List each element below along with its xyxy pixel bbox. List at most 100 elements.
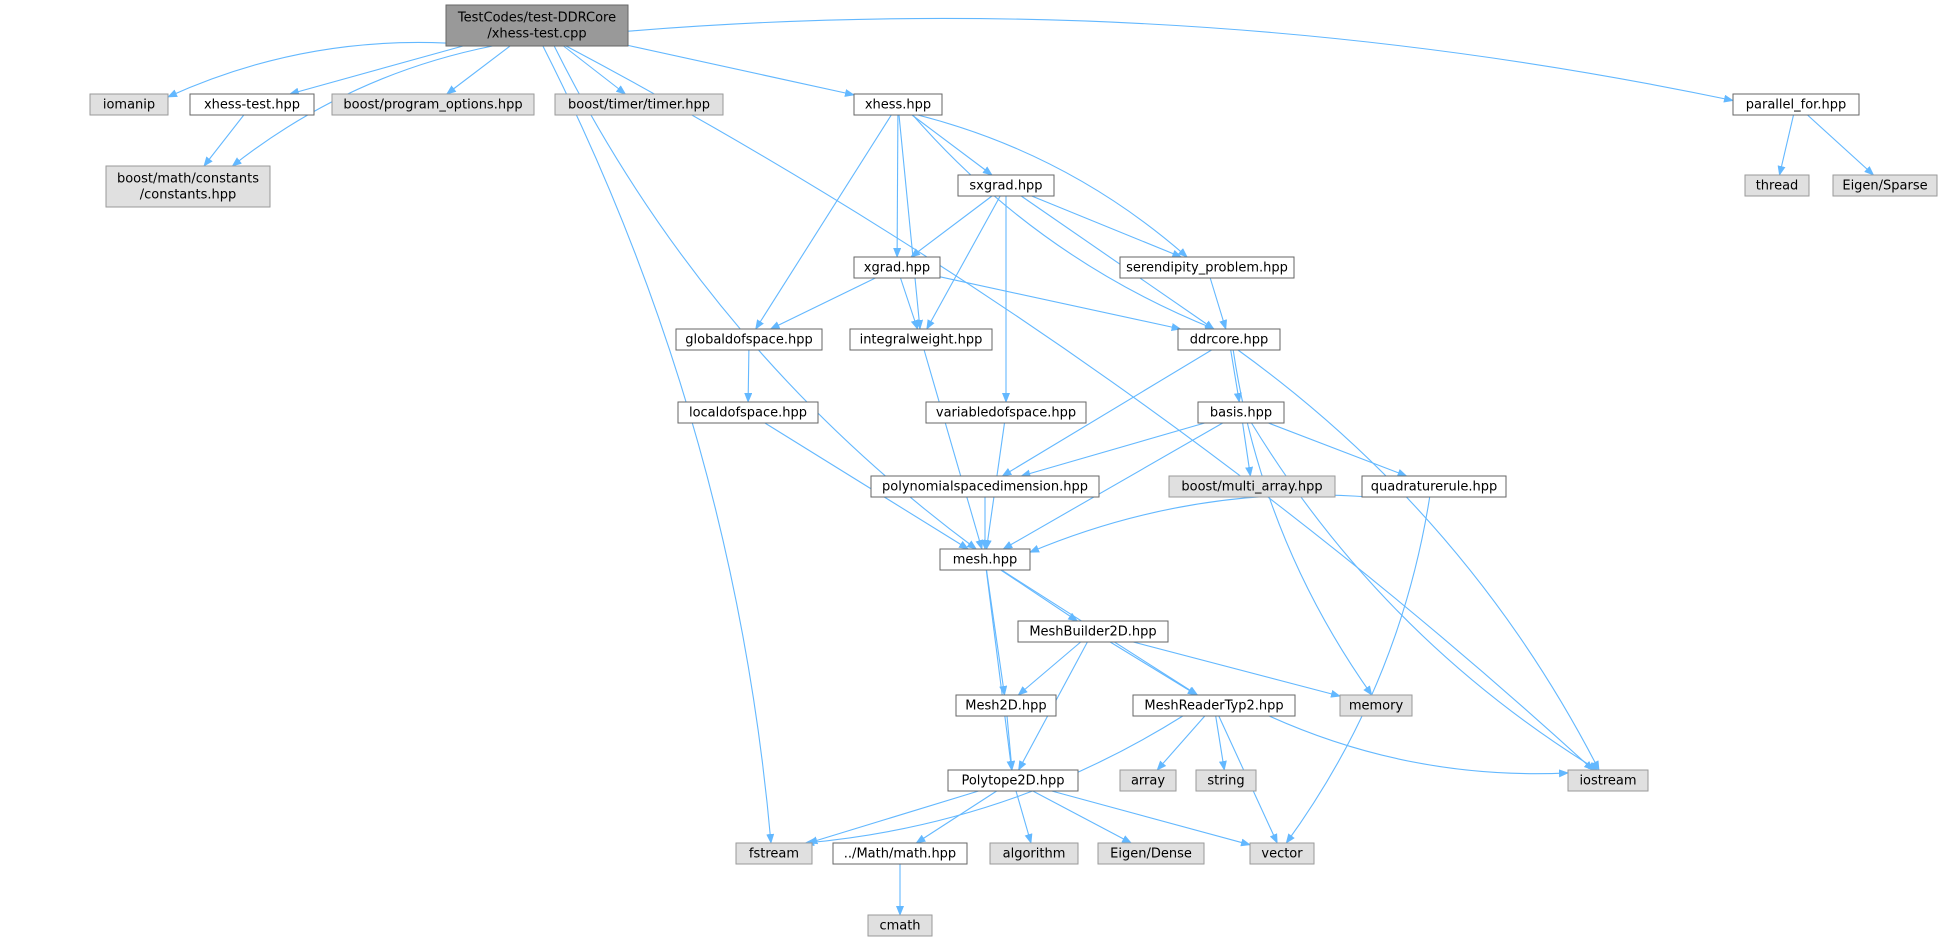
node-vector: vector <box>1249 842 1315 865</box>
node-polyspacedim[interactable]: polynomialspacedimension.hpp <box>870 475 1100 498</box>
node-algorithm: algorithm <box>989 842 1079 865</box>
edge-meshbuilder-to-memory <box>1133 641 1341 698</box>
edge-meshreader-to-string <box>1215 715 1227 771</box>
node-box-quadraturerule <box>1361 475 1507 498</box>
edge-mesh2d-to-polytope2d <box>1006 715 1016 771</box>
node-label-multi_array-0: boost/multi_array.hpp <box>1181 480 1322 495</box>
node-label-basis-0: basis.hpp <box>1210 406 1272 421</box>
node-serendipity[interactable]: serendipity_problem.hpp <box>1119 256 1295 279</box>
node-root[interactable]: TestCodes/test-DDRCore/xhess-test.cpp <box>445 4 629 47</box>
node-xgrad[interactable]: xgrad.hpp <box>853 256 941 279</box>
node-timer: boost/timer/timer.hpp <box>554 93 724 116</box>
edge-meshreader-to-fstream <box>804 715 1184 847</box>
edge-xhess_test_hpp-to-constants <box>203 114 245 167</box>
node-box-parallel_for <box>1732 93 1860 116</box>
node-box-fstream <box>735 842 813 865</box>
edge-sxgrad-to-ddrcore <box>1020 195 1215 330</box>
edge-mesh-to-polytope2d <box>985 569 1015 771</box>
node-constants: boost/math/constants/constants.hpp <box>105 165 271 208</box>
node-box-constants <box>105 165 271 208</box>
node-box-serendipity <box>1119 256 1295 279</box>
node-box-array <box>1119 769 1177 792</box>
node-box-polyspacedim <box>870 475 1100 498</box>
edge-xhess_hpp-to-serendipity <box>917 114 1188 258</box>
node-sxgrad[interactable]: sxgrad.hpp <box>957 174 1055 197</box>
edge-root-to-program_options <box>446 45 511 95</box>
node-label-vector-0: vector <box>1261 847 1303 862</box>
node-label-eigen_dense-0: Eigen/Dense <box>1110 847 1192 862</box>
node-label-meshbuilder-0: MeshBuilder2D.hpp <box>1029 625 1156 640</box>
edge-polytope2d-to-eigen_dense <box>1032 790 1133 844</box>
node-label-xhess_hpp-0: xhess.hpp <box>865 98 931 113</box>
node-thread: thread <box>1744 174 1810 197</box>
node-label-localdofspace-0: localdofspace.hpp <box>689 406 807 421</box>
edge-ddrcore-to-basis <box>1230 349 1242 403</box>
node-label-mesh-0: mesh.hpp <box>953 553 1018 568</box>
edge-polytope2d-to-vector <box>1051 790 1251 847</box>
node-xhess_hpp[interactable]: xhess.hpp <box>853 93 943 116</box>
node-parallel_for[interactable]: parallel_for.hpp <box>1732 93 1860 116</box>
node-label-fstream-0: fstream <box>749 847 799 862</box>
node-polytope2d[interactable]: Polytope2D.hpp <box>947 769 1079 792</box>
node-ddrcore[interactable]: ddrcore.hpp <box>1177 328 1281 351</box>
node-array: array <box>1119 769 1177 792</box>
edge-sxgrad-to-xgrad <box>910 195 993 258</box>
edge-globaldofspace-to-localdofspace <box>744 349 753 403</box>
node-meshreader[interactable]: MeshReaderTyp2.hpp <box>1132 694 1296 717</box>
node-box-eigen_dense <box>1097 842 1205 865</box>
edge-meshbuilder-to-meshreader <box>1109 641 1198 696</box>
node-box-root <box>445 4 629 47</box>
node-box-xhess_hpp <box>853 93 943 116</box>
edge-meshreader-to-array <box>1156 715 1206 771</box>
edge-ddrcore-to-polyspacedim <box>1001 349 1212 477</box>
node-mesh2d[interactable]: Mesh2D.hpp <box>955 694 1057 717</box>
node-label-eigen_sparse-0: Eigen/Sparse <box>1842 179 1927 194</box>
node-globaldofspace[interactable]: globaldofspace.hpp <box>675 328 823 351</box>
node-box-localdofspace <box>677 401 819 424</box>
node-label-thread-0: thread <box>1756 179 1799 194</box>
node-box-polytope2d <box>947 769 1079 792</box>
node-box-thread <box>1744 174 1810 197</box>
node-memory: memory <box>1339 694 1413 717</box>
node-label-quadraturerule-0: quadraturerule.hpp <box>1371 480 1497 495</box>
edge-sxgrad-to-serendipity <box>1031 195 1183 258</box>
node-integralweight[interactable]: integralweight.hpp <box>849 328 993 351</box>
node-meshbuilder[interactable]: MeshBuilder2D.hpp <box>1017 620 1169 643</box>
node-eigen_sparse: Eigen/Sparse <box>1832 174 1938 197</box>
edge-basis-to-quadraturerule <box>1268 422 1408 477</box>
node-box-timer <box>554 93 724 116</box>
node-multi_array: boost/multi_array.hpp <box>1168 475 1336 498</box>
node-mathhpp[interactable]: ../Math/math.hpp <box>832 842 968 865</box>
node-label-constants-1: /constants.hpp <box>140 188 237 203</box>
node-iostream: iostream <box>1567 769 1649 792</box>
node-box-iomanip <box>89 93 169 116</box>
edge-parallel_for-to-eigen_sparse <box>1807 114 1875 176</box>
node-label-parallel_for-0: parallel_for.hpp <box>1746 98 1846 113</box>
edge-meshreader-to-iostream <box>1268 715 1569 778</box>
node-quadraturerule[interactable]: quadraturerule.hpp <box>1361 475 1507 498</box>
edge-quadraturerule-to-vector <box>1285 496 1431 844</box>
node-variabledofspace[interactable]: variabledofspace.hpp <box>925 401 1087 424</box>
node-label-serendipity-0: serendipity_problem.hpp <box>1126 261 1288 276</box>
node-label-meshreader-0: MeshReaderTyp2.hpp <box>1144 699 1283 714</box>
node-label-globaldofspace-0: globaldofspace.hpp <box>685 333 812 348</box>
node-label-array-0: array <box>1131 774 1165 789</box>
edges-layer <box>167 17 1875 916</box>
node-label-memory-0: memory <box>1349 699 1404 714</box>
node-label-cmath-0: cmath <box>879 919 920 934</box>
edge-mesh-to-meshbuilder <box>1000 569 1079 622</box>
edge-basis-to-mesh <box>1002 422 1223 550</box>
edge-meshbuilder-to-mesh2d <box>1017 641 1082 696</box>
node-mesh[interactable]: mesh.hpp <box>939 548 1031 571</box>
node-localdofspace[interactable]: localdofspace.hpp <box>677 401 819 424</box>
node-box-vector <box>1249 842 1315 865</box>
edge-xhess_hpp-to-sxgrad <box>911 114 993 176</box>
node-label-algorithm-0: algorithm <box>1003 847 1066 862</box>
edge-basis-to-polyspacedim <box>1020 422 1205 478</box>
node-xhess_test_hpp[interactable]: xhess-test.hpp <box>189 93 315 116</box>
edge-root-to-fstream <box>542 45 775 844</box>
edge-root-to-xhess_test_hpp <box>288 45 464 96</box>
node-label-timer-0: boost/timer/timer.hpp <box>568 98 710 113</box>
node-basis[interactable]: basis.hpp <box>1197 401 1285 424</box>
edge-root-to-constants <box>231 45 493 167</box>
